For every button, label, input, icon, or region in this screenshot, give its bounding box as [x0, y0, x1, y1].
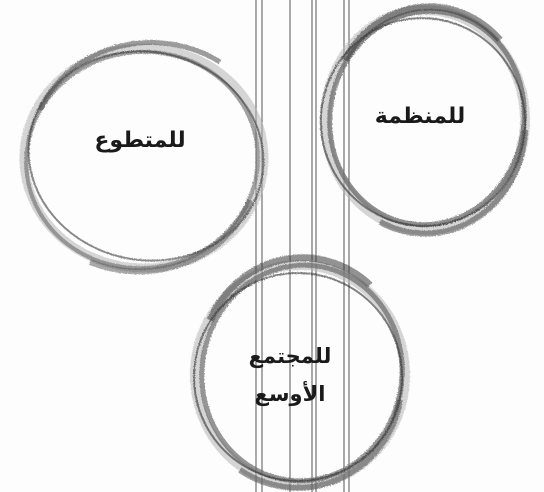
circle-volunteer — [9, 30, 283, 283]
label-community: للمجتمع الأوسع — [225, 338, 355, 414]
label-volunteer: للمتطوع — [70, 128, 210, 153]
label-community-line2: الأوسع — [225, 376, 355, 414]
label-community-line1: للمجتمع — [225, 338, 355, 376]
label-organization: للمنظمة — [350, 104, 490, 129]
